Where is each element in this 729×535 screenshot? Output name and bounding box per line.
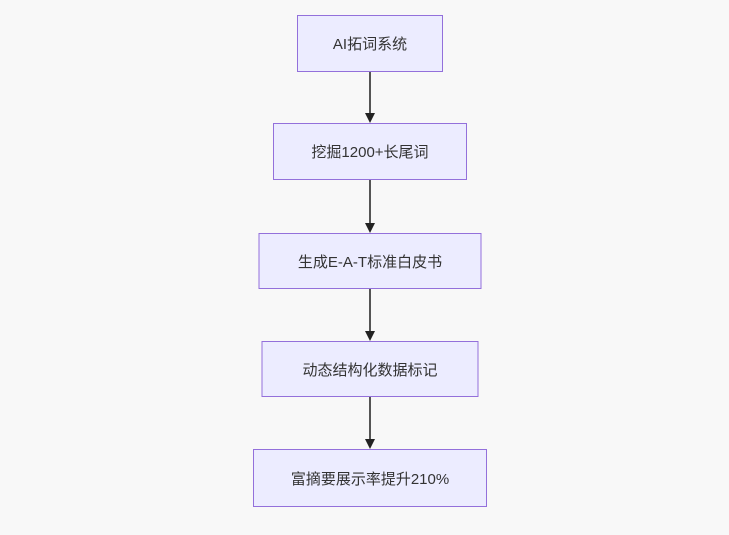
flow-node-4-label: 动态结构化数据标记 (302, 361, 438, 379)
flow-node-5-label: 富摘要展示率提升210% (290, 470, 450, 488)
flow-node-1: AI拓词系统 (297, 15, 443, 72)
arrow-head (365, 439, 375, 449)
flow-node-1-label: AI拓词系统 (332, 36, 408, 53)
flow-node-3: 生成E-A-T标准白皮书 (258, 233, 482, 289)
flow-arrow-2 (364, 180, 376, 233)
flow-node-3-label: 生成E-A-T标准白皮书 (297, 253, 443, 271)
flow-arrow-4 (364, 397, 376, 449)
flow-node-2: 挖掘1200+长尾词 (273, 123, 467, 180)
flow-node-5: 富摘要展示率提升210% (253, 449, 487, 507)
arrow-head (365, 113, 375, 123)
arrow-line (369, 397, 371, 439)
arrow-line (369, 289, 371, 331)
arrow-head (365, 331, 375, 341)
arrow-head (365, 223, 375, 233)
flow-arrow-1 (364, 72, 376, 123)
arrow-line (369, 180, 371, 223)
flow-node-2-label: 挖掘1200+长尾词 (311, 144, 429, 161)
flow-arrow-3 (364, 289, 376, 341)
flow-node-4: 动态结构化数据标记 (261, 341, 479, 397)
arrow-line (369, 72, 371, 113)
